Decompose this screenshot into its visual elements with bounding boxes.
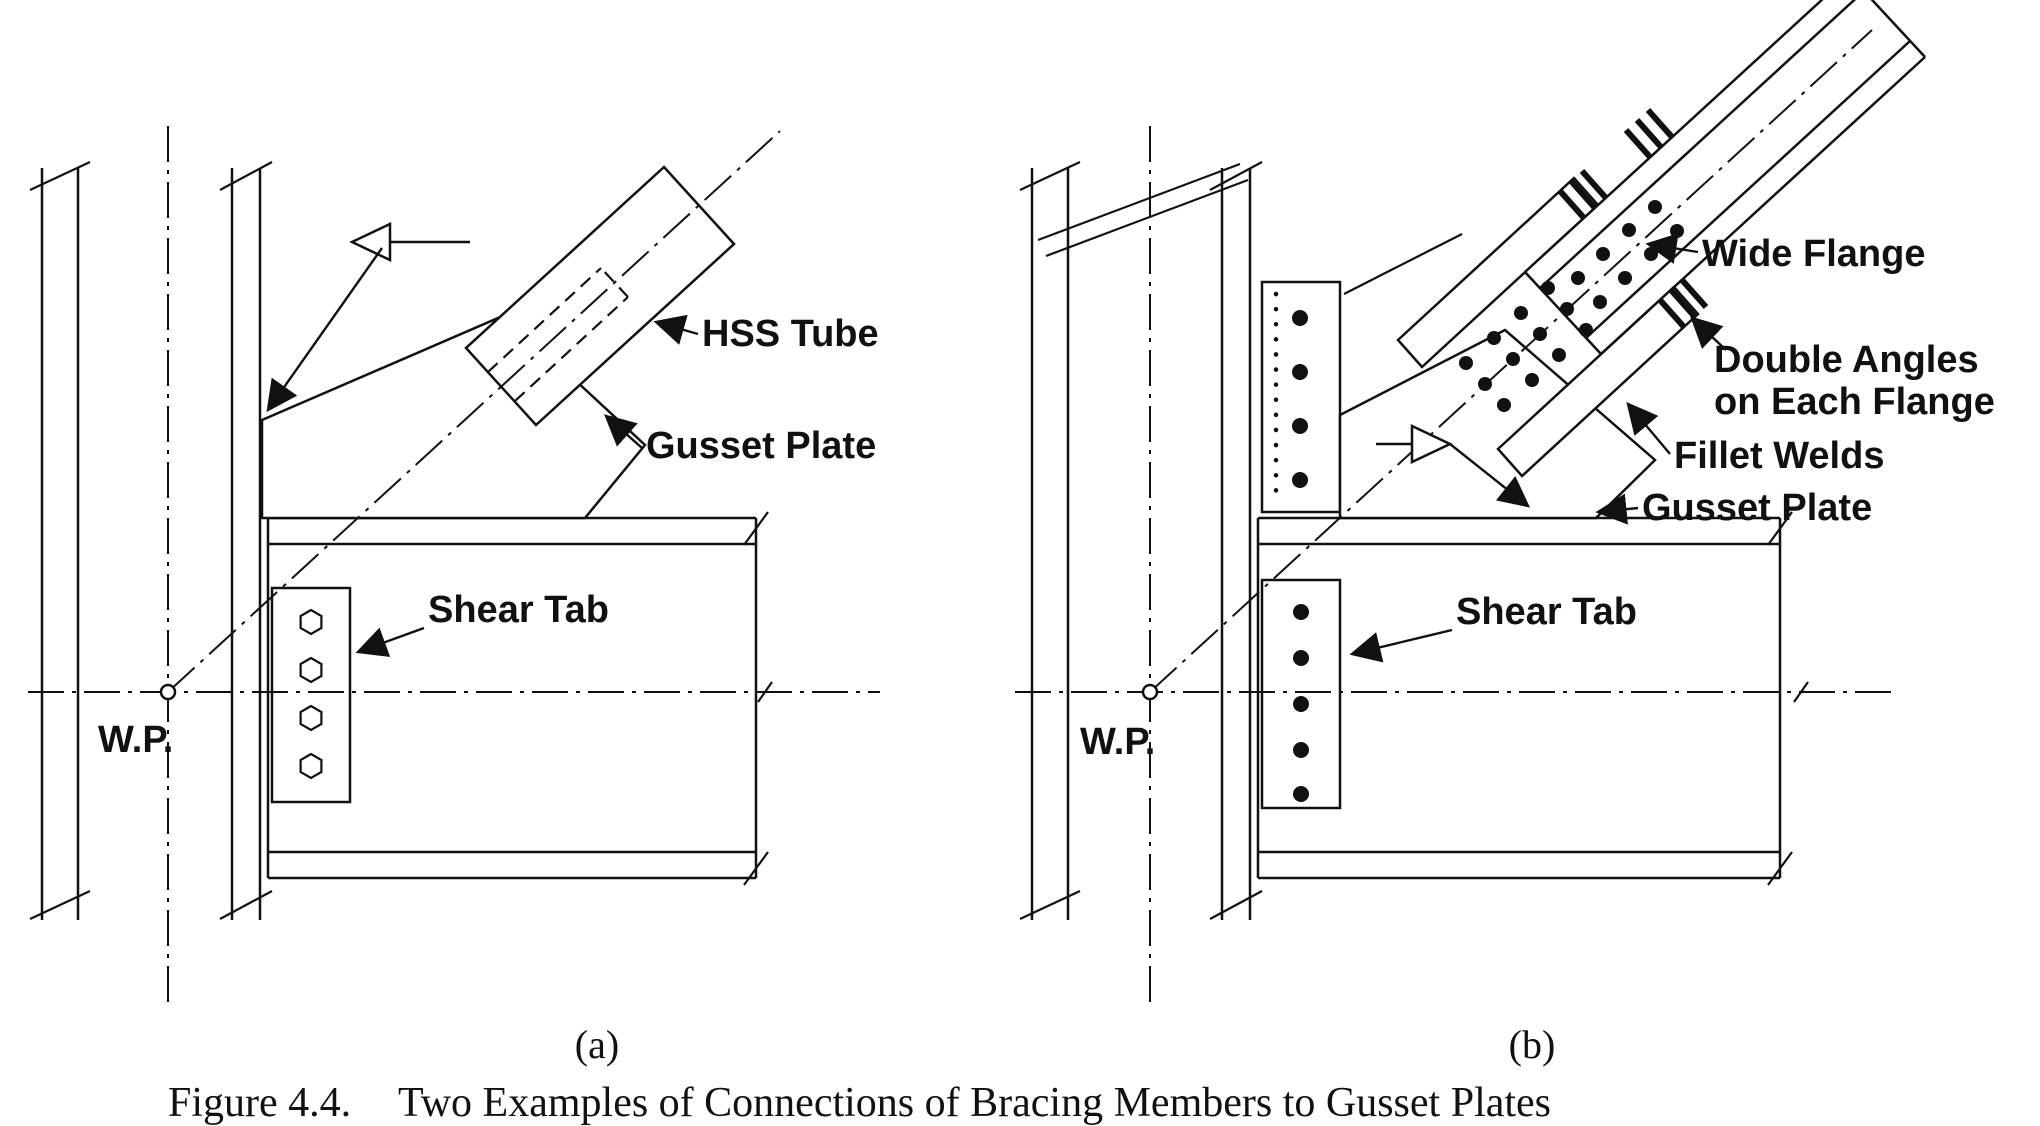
wide-flange-brace-b <box>1396 0 1926 478</box>
bolt-hole <box>299 752 323 780</box>
work-point-label: W.P. <box>1080 721 1155 763</box>
weld-flag-icon <box>349 222 392 262</box>
fillet-weld-ticks-far-upper <box>1623 108 1675 159</box>
subcaption-b: (b) <box>1509 1022 1556 1067</box>
plate-edge-leader-lines <box>1037 162 1249 258</box>
weld-leader-arrow <box>1449 443 1531 508</box>
weld-leader-arrow <box>266 247 383 413</box>
shear-tab-label: Shear Tab <box>428 589 609 631</box>
weld-symbol-b <box>1376 424 1531 508</box>
bolt <box>1552 348 1566 362</box>
near-angle-plate <box>1496 285 1700 478</box>
bolt <box>1541 281 1555 295</box>
brace-centerline <box>1149 29 1873 693</box>
beam-break-marks <box>1767 511 1809 886</box>
gusset-plate-label: Gusset Plate <box>1642 487 1872 529</box>
bolt <box>1644 247 1658 261</box>
centerlines-a <box>28 126 880 1008</box>
fillet-weld-ticks-far <box>1557 169 1609 220</box>
figure-caption: Figure 4.4. Two Examples of Connections … <box>168 1080 1551 1126</box>
column-plate-b <box>1260 280 1342 514</box>
diagram-b: Wide Flange Double Angles on Each Flange… <box>1015 0 1995 1008</box>
labels-a: HSS Tube Gusset Plate Shear Tab W.P. <box>98 313 879 761</box>
bolt <box>1459 356 1473 370</box>
bolt <box>1593 295 1607 309</box>
column-flange-lines <box>40 168 262 920</box>
bolt <box>1293 786 1309 802</box>
brace-centerline <box>167 130 781 693</box>
bolt <box>1571 271 1585 285</box>
column-a <box>29 161 273 920</box>
bolt <box>1487 331 1501 345</box>
bolt <box>1292 472 1308 488</box>
bolt <box>1293 696 1309 712</box>
bolt <box>1670 224 1684 238</box>
column-flange-lines <box>1030 168 1252 920</box>
bolt <box>1648 200 1662 214</box>
bolt <box>1292 364 1308 380</box>
shear-tab-b <box>1260 578 1342 810</box>
centerlines-b <box>1015 29 1895 1008</box>
double-angles-leader <box>1690 316 1727 351</box>
bolt-hole <box>299 608 323 636</box>
shear-tab-leader <box>355 626 425 657</box>
wide-flange-label: Wide Flange <box>1702 233 1925 275</box>
weld-flag-icon <box>1410 424 1453 464</box>
gusset-plate-label: Gusset Plate <box>646 425 876 467</box>
labels-b: Wide Flange Double Angles on Each Flange… <box>1080 233 1995 763</box>
shear-tab-a <box>270 586 352 804</box>
beam-break-marks <box>743 511 773 886</box>
gusset-plate-leader <box>604 414 643 449</box>
bolt <box>1293 650 1309 666</box>
diagram-a: HSS Tube Gusset Plate Shear Tab W.P. <box>28 126 880 1008</box>
weld-symbol-a <box>266 222 470 413</box>
hss-tube-label: HSS Tube <box>702 313 879 355</box>
bolt <box>1525 373 1539 387</box>
gusset-top-edge-line <box>1343 233 1463 295</box>
gusset-plate-b <box>1338 328 1657 520</box>
double-angles-label-line2: on Each Flange <box>1714 381 1995 423</box>
work-point-label: W.P. <box>98 719 173 761</box>
wide-flange-body-mask <box>1525 0 1925 354</box>
wide-flange-member-lines <box>1524 0 1926 355</box>
wide-flange-leader <box>1645 233 1699 264</box>
double-angles-label-line1: Double Angles <box>1714 339 1979 381</box>
angle-bolts-lower-cluster <box>1459 281 1593 412</box>
hss-tube-leader <box>653 314 699 345</box>
figure-caption-number: Figure 4.4. <box>168 1080 351 1126</box>
bolt <box>1292 418 1308 434</box>
bolt <box>1293 604 1309 620</box>
bolt <box>1293 742 1309 758</box>
bolt <box>1622 223 1636 237</box>
work-point-marker-a <box>159 683 177 701</box>
fillet-welds-leader <box>1626 402 1671 455</box>
bolt <box>1596 247 1610 261</box>
gusset-plate-leader <box>1595 493 1639 525</box>
bolt <box>1497 398 1511 412</box>
figure-caption-text: Two Examples of Connections of Bracing M… <box>398 1080 1551 1126</box>
hss-slot-hidden-lines <box>487 267 629 402</box>
column-break-marks <box>29 161 273 920</box>
shear-tab-label: Shear Tab <box>1456 591 1637 633</box>
bolt-hole <box>299 704 323 732</box>
subcaption-a: (a) <box>575 1022 619 1067</box>
column-break-marks <box>1019 161 1263 920</box>
bolt <box>1579 323 1593 337</box>
fillet-welds-label: Fillet Welds <box>1674 435 1884 477</box>
bolt <box>1618 271 1632 285</box>
captions: (a) (b) Figure 4.4. Two Examples of Conn… <box>168 1022 1555 1126</box>
shear-tab-leader <box>1349 628 1453 663</box>
bolt <box>1514 306 1528 320</box>
bolt-hole <box>299 656 323 684</box>
bolt <box>1292 310 1308 326</box>
work-point-marker-b <box>1141 683 1159 701</box>
fillet-weld-ticks-near <box>1657 278 1709 329</box>
column-b <box>1019 161 1263 920</box>
